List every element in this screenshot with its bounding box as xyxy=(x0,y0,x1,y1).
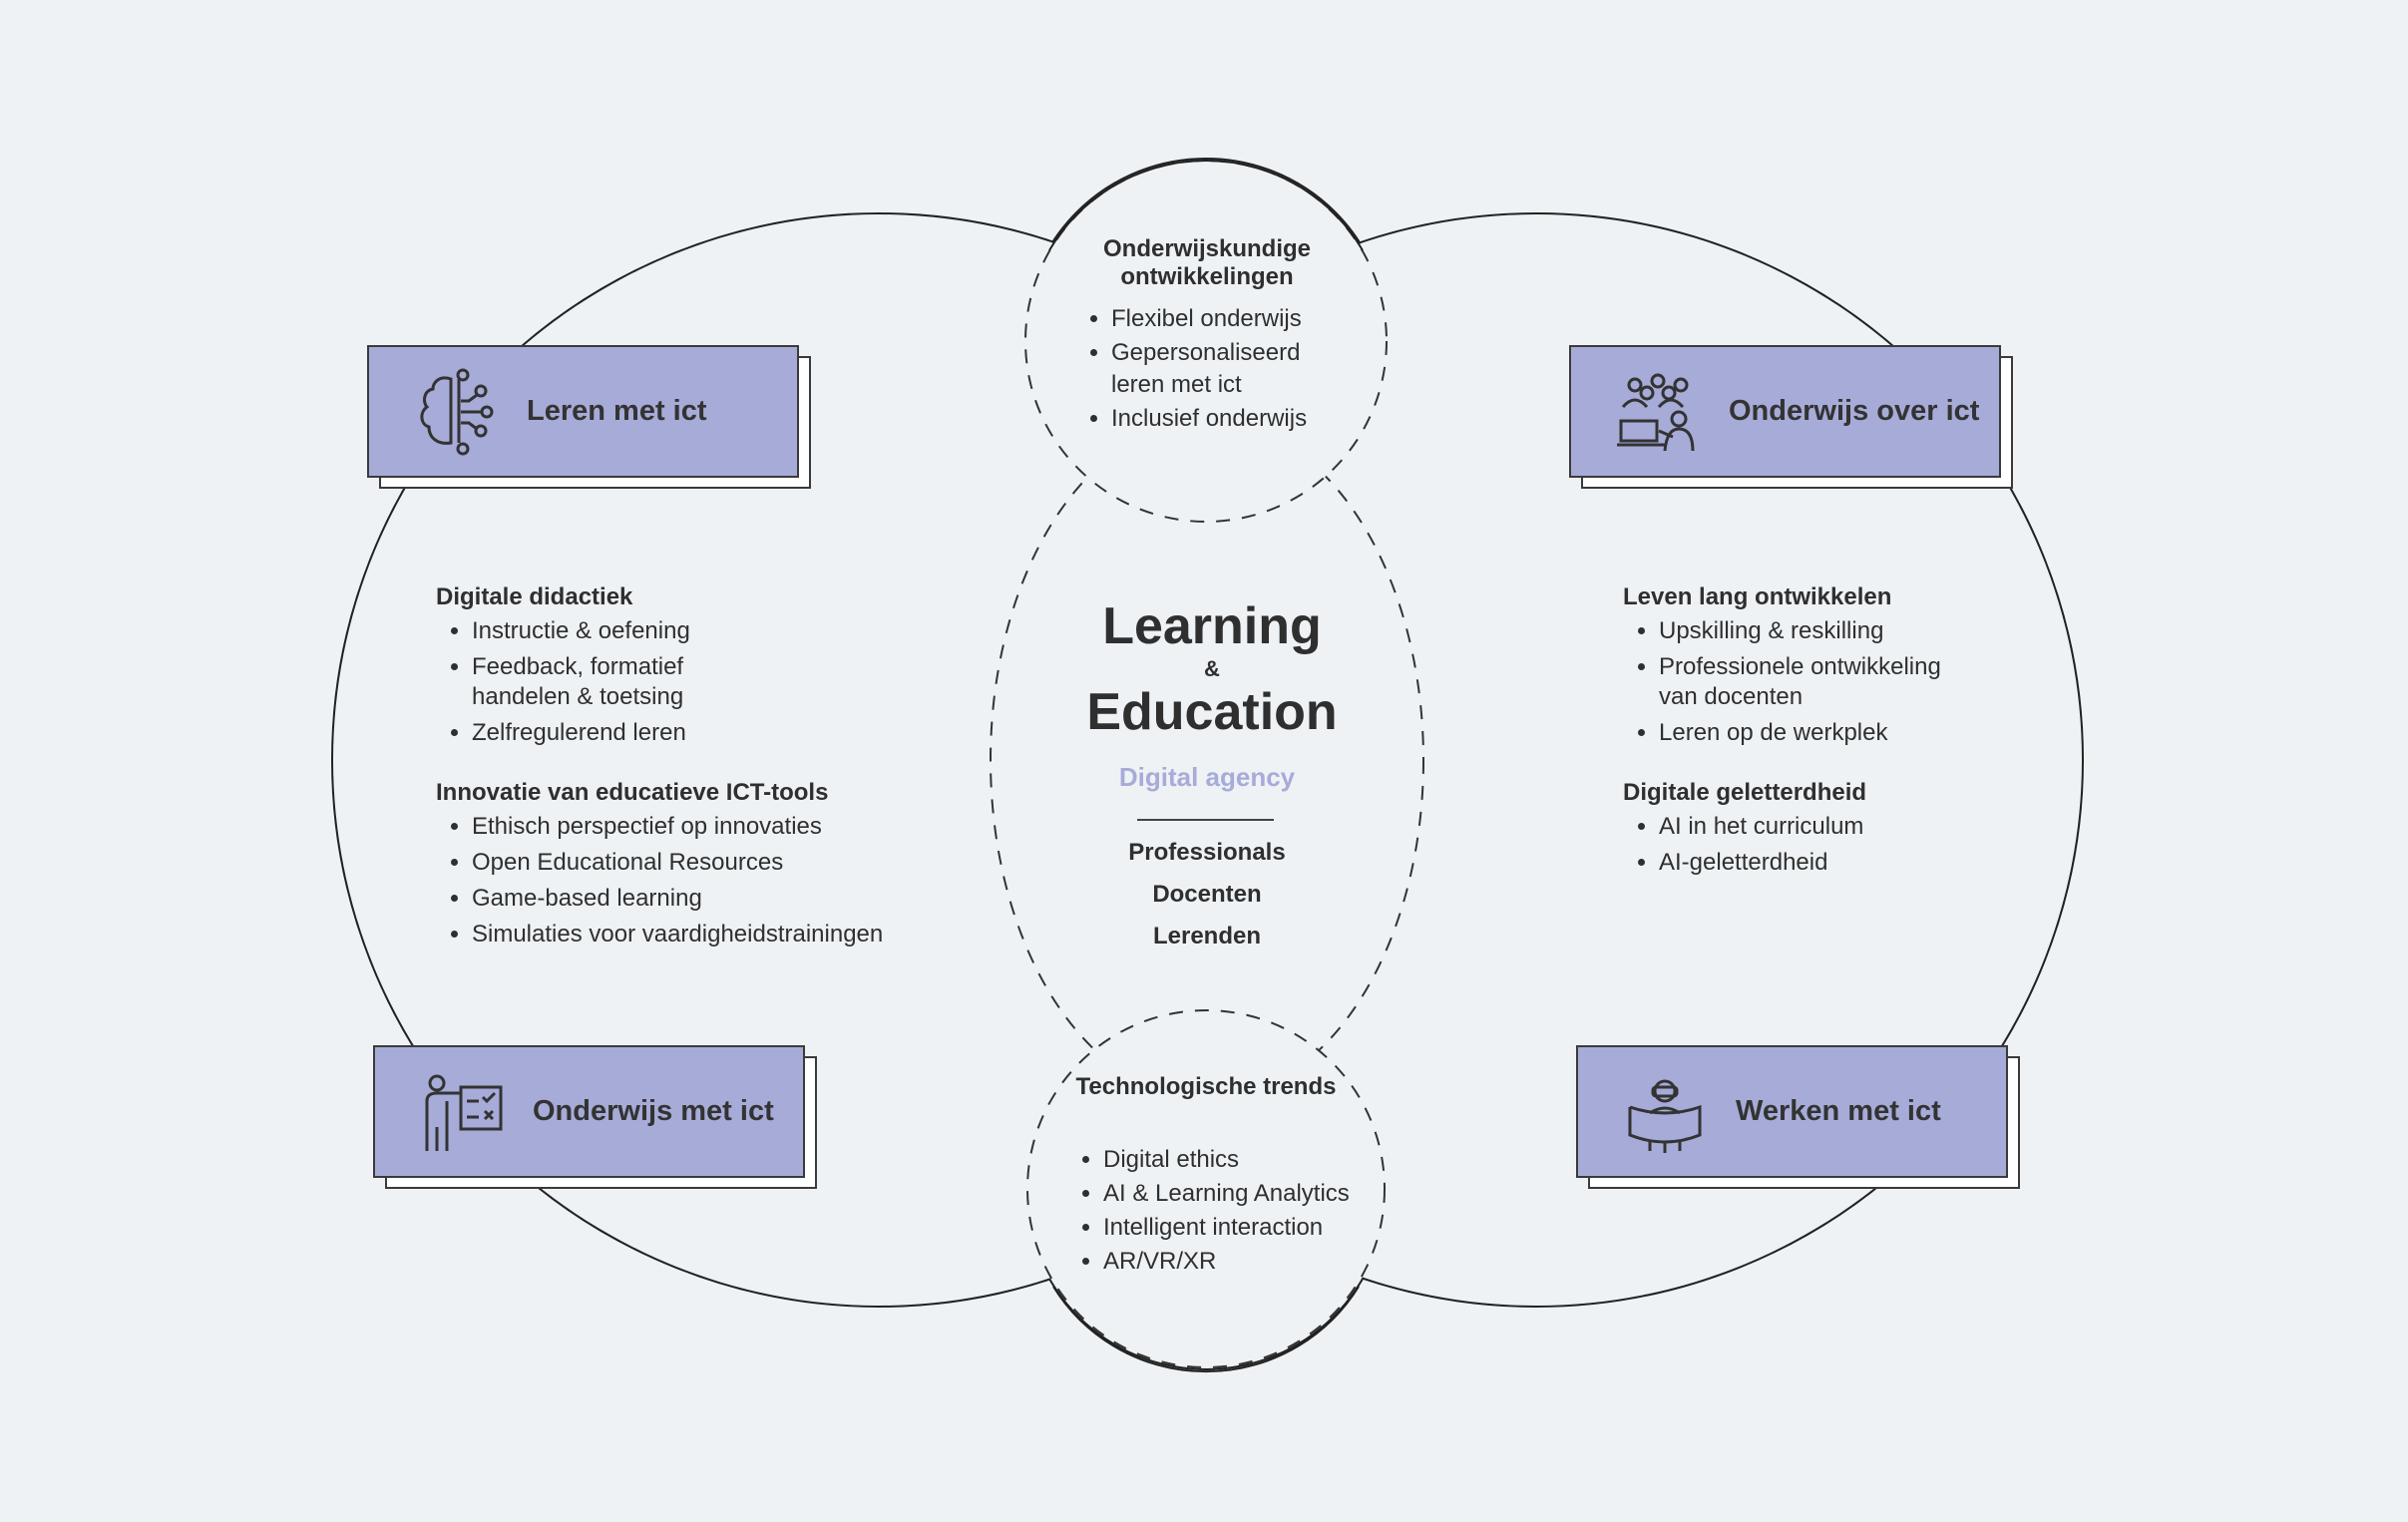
list-item: Digital ethics xyxy=(1103,1143,1387,1177)
list-item: Open Educational Resources xyxy=(472,848,995,878)
onderwijs-met-ict-box: Onderwijs met ict xyxy=(373,1045,817,1189)
onderwijskundige-title: Onderwijskundige ontwikkelingen xyxy=(1102,235,1312,290)
section-title: Innovatie van educatieve ICT-tools xyxy=(436,779,829,806)
list-item: Zelfregulerend leren xyxy=(472,718,995,748)
list-item: Professionele ontwikkeling van docenten xyxy=(1659,652,1978,712)
leren-met-ict-box: Leren met ict xyxy=(367,345,811,489)
group-docenten: Docenten xyxy=(1152,881,1262,908)
teacher-board-icon xyxy=(425,1074,503,1151)
group-lerenden: Lerenden xyxy=(1152,923,1262,950)
section-title: Leven lang ontwikkelen xyxy=(1623,583,1892,610)
digital-agency-subtitle: Digital agency xyxy=(1118,762,1296,792)
classroom-icon xyxy=(1617,373,1695,451)
brain-circuit-icon xyxy=(420,368,494,455)
left-sections: Digitale didactiek Instructie & oefening… xyxy=(436,582,995,979)
box-label: Onderwijs over ict xyxy=(1729,395,1980,427)
top-circle-title: Onderwijskundige ontwikkelingen xyxy=(1057,235,1357,291)
box-label: Onderwijs met ict xyxy=(533,1095,774,1127)
list-item: Gepersonaliseerd leren met ict xyxy=(1111,337,1335,401)
list-item: Instructie & oefening xyxy=(472,616,995,646)
list-item: AI-geletterdheid xyxy=(1659,848,2042,878)
vr-user-icon xyxy=(1628,1079,1702,1153)
list-item: Upskilling & reskilling xyxy=(1659,616,2042,646)
list-item: Leren op de werkplek xyxy=(1659,718,2042,748)
top-circle-list: Flexibel onderwijs Gepersonaliseerd lere… xyxy=(1075,303,1335,465)
target-groups: Professionals Docenten Lerenden xyxy=(1057,832,1357,957)
section-title: Digitale didactiek xyxy=(436,583,633,610)
divider xyxy=(1137,819,1274,821)
list-item: Inclusief onderwijs xyxy=(1111,403,1335,435)
list-item: Game-based learning xyxy=(472,884,995,914)
technologische-title: Technologische trends xyxy=(1075,1073,1337,1100)
title-education: Education xyxy=(1086,683,1338,741)
list-item: Feedback, formatief handelen & toetsing xyxy=(472,652,731,712)
title-learning: Learning xyxy=(1102,597,1322,655)
list-item: Flexibel onderwijs xyxy=(1111,303,1335,335)
title-ampersand: & xyxy=(1204,656,1220,681)
list-item: AR/VR/XR xyxy=(1103,1245,1387,1279)
right-sections: Leven lang ontwikkelen Upskilling & resk… xyxy=(1623,582,2042,908)
list-item: Simulaties voor vaardigheidstrainingen xyxy=(472,920,995,950)
werken-met-ict-box: Werken met ict xyxy=(1576,1045,2020,1189)
section-title: Digitale geletterdheid xyxy=(1623,779,1867,806)
bottom-circle-title: Technologische trends xyxy=(1056,1073,1356,1101)
list-item: AI in het curriculum xyxy=(1659,812,2042,842)
box-label: Leren met ict xyxy=(527,395,707,427)
group-professionals: Professionals xyxy=(1128,839,1286,866)
list-item: AI & Learning Analytics xyxy=(1103,1177,1387,1211)
top-circle xyxy=(1024,160,1388,523)
center-title: Learning & Education xyxy=(1057,596,1367,742)
box-label: Werken met ict xyxy=(1736,1095,1941,1127)
bottom-circle-list: Digital ethics AI & Learning Analytics I… xyxy=(1067,1143,1387,1309)
onderwijs-over-ict-box: Onderwijs over ict xyxy=(1569,345,2013,489)
bottom-circle xyxy=(1026,1009,1386,1368)
list-item: Intelligent interaction xyxy=(1103,1211,1387,1245)
list-item: Ethisch perspectief op innovaties xyxy=(472,812,995,842)
